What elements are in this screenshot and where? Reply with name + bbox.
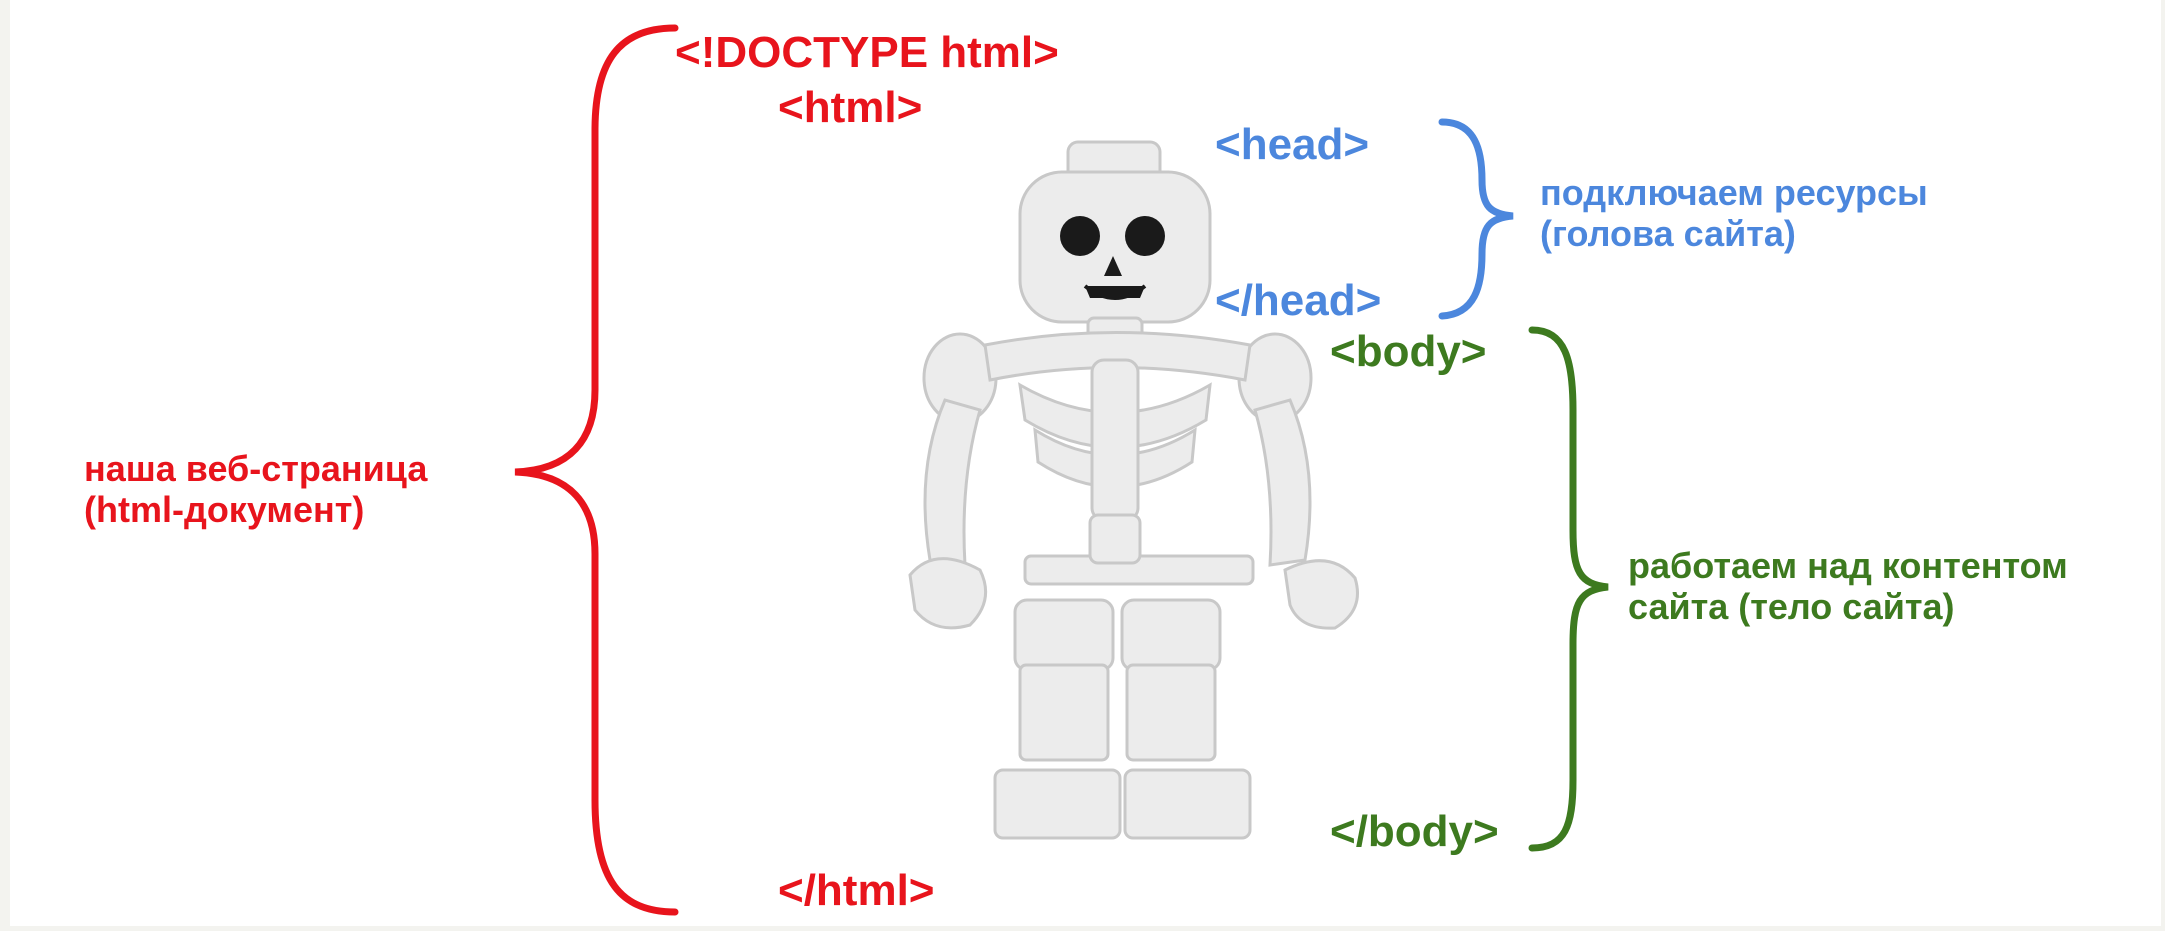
- html-open-tag: <html>: [778, 83, 922, 134]
- html-document-note-line2: (html-документ): [84, 489, 427, 530]
- body-open-tag: <body>: [1330, 327, 1487, 378]
- html-close-tag: </html>: [778, 866, 935, 917]
- head-close-tag: </head>: [1215, 276, 1381, 327]
- diagram-canvas: <!DOCTYPE html> <html> </html> <head> </…: [10, 0, 2161, 926]
- head-note: подключаем ресурсы (голова сайта): [1540, 172, 1928, 255]
- html-document-note: наша веб-страница (html-документ): [84, 448, 427, 531]
- html-document-note-line1: наша веб-страница: [84, 448, 427, 489]
- body-close-tag: </body>: [1330, 807, 1499, 858]
- body-note-line2: сайта (тело сайта): [1628, 586, 2068, 627]
- head-open-tag: <head>: [1215, 120, 1369, 171]
- body-note: работаем над контентом сайта (тело сайта…: [1628, 545, 2068, 628]
- head-note-line2: (голова сайта): [1540, 213, 1928, 254]
- body-brace: [1532, 330, 1608, 848]
- body-note-line1: работаем над контентом: [1628, 545, 2068, 586]
- head-brace: [1442, 122, 1513, 316]
- head-note-line1: подключаем ресурсы: [1540, 172, 1928, 213]
- html-brace: [515, 28, 675, 912]
- doctype-tag: <!DOCTYPE html>: [675, 28, 1059, 79]
